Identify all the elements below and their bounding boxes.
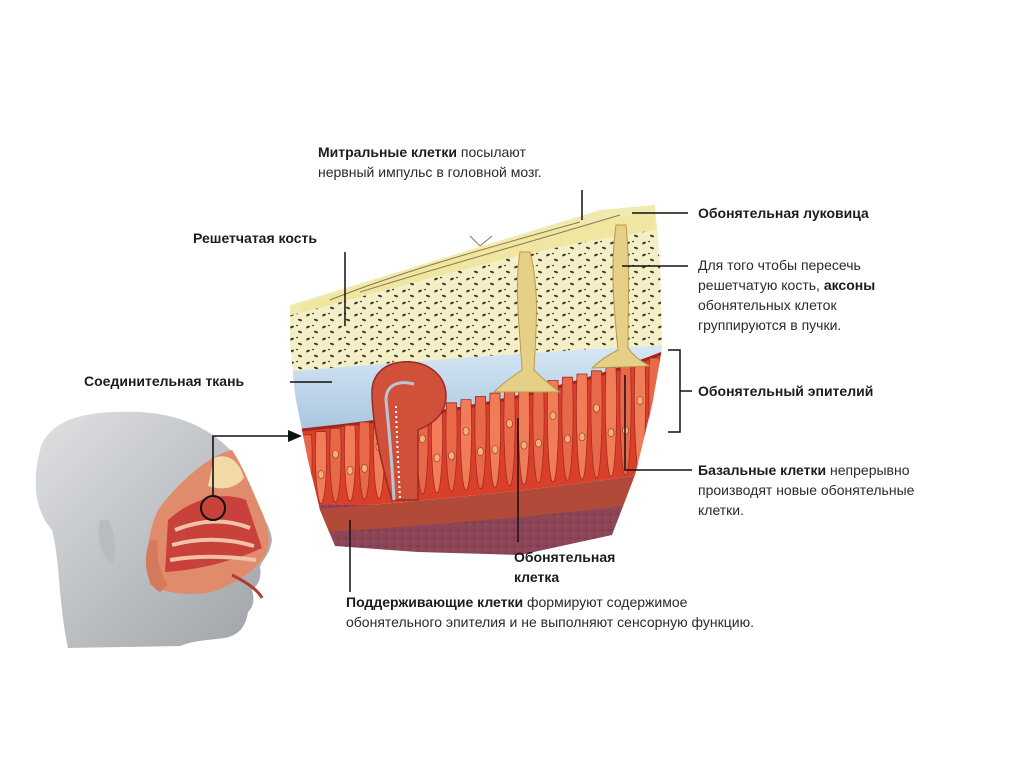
cell-nucleus [491, 445, 499, 454]
label-mitral-cells: Митральные клетки посылают нервный импул… [318, 142, 542, 182]
epithelial-cell [300, 434, 313, 506]
mitral-fibers [329, 214, 621, 301]
label-basal-line3: клетки. [698, 502, 745, 518]
epithelial-cell [488, 392, 502, 488]
epithelial-cell [575, 373, 589, 480]
cell-nucleus [636, 396, 644, 405]
epithelial-cell [459, 399, 473, 491]
label-ethmoid-bone: Решетчатая кость [193, 228, 317, 248]
cell-nucleus [462, 426, 470, 436]
label-olfactory-bulb: Обонятельная луковица [698, 203, 869, 223]
cell-nucleus [346, 466, 354, 475]
label-axons-line1: Для того чтобы пересечь [698, 257, 861, 273]
epithelial-cell [648, 357, 661, 473]
cell-nucleus [549, 411, 557, 421]
label-basal-cells: Базальные клетки непрерывно производят н… [698, 460, 914, 520]
epithelial-cell [290, 437, 299, 507]
cell-nucleus [564, 434, 571, 444]
cell-nucleus [303, 472, 310, 482]
label-supporting-rest: формируют содержимое [523, 594, 688, 610]
label-axons-line2b: аксоны [823, 277, 876, 293]
label-connective-text: Соединительная ткань [84, 373, 245, 389]
label-ethmoid-text: Решетчатая кость [193, 230, 317, 246]
label-olfactory-cell-line1: Обонятельная [514, 549, 616, 565]
cell-nucleus [578, 432, 586, 442]
label-mitral-bold: Митральные клетки [318, 144, 458, 160]
epithelial-cell [590, 370, 603, 478]
epithelial-cell [517, 386, 531, 485]
label-axons-line3: обонятельных клеток [698, 297, 837, 313]
epithelial-cell [561, 376, 574, 481]
label-supporting-cells: Поддерживающие клетки формируют содержим… [346, 592, 754, 632]
epithelial-cell [329, 428, 342, 503]
cell-nucleus [290, 457, 296, 467]
label-olfactory-cell-line2: клетка [514, 569, 560, 585]
head-illustration [35, 411, 272, 648]
leader-basal [624, 375, 692, 471]
label-supporting-line2: обонятельного эпителия и не выполняют се… [346, 614, 754, 630]
epithelial-cell [358, 421, 371, 500]
cell-nucleus [651, 422, 658, 431]
cell-nucleus [317, 470, 325, 479]
epithelial-cell [314, 431, 328, 504]
label-olfactory-cell: Обонятельная клетка [514, 547, 615, 587]
cell-nucleus [520, 440, 528, 450]
bowman-gland [371, 361, 447, 501]
nasal-cavity-cutaway [145, 450, 269, 599]
cell-nucleus [448, 451, 455, 461]
label-basal-rest: непрерывно [826, 462, 910, 478]
cell-nucleus [607, 428, 615, 437]
label-connective-tissue: Соединительная ткань [84, 371, 244, 391]
epithelial-cell [503, 389, 516, 486]
epithelial-cell [474, 396, 487, 489]
epithelial-cell [445, 402, 458, 492]
epithelial-cell [430, 405, 444, 493]
cell-nucleus [593, 403, 600, 413]
epithelial-cell [633, 360, 647, 474]
label-mitral-rest: посылают [457, 144, 526, 160]
label-epithelium-text: Обонятельный эпителий [698, 383, 874, 399]
label-olfactory-epithelium: Обонятельный эпителий [698, 381, 873, 401]
cell-nucleus [535, 438, 542, 448]
label-basal-bold: Базальные клетки [698, 462, 827, 478]
tissue-block [290, 205, 662, 555]
cell-nucleus [361, 464, 368, 473]
label-mitral-line2: нервный импульс в головной мозг. [318, 164, 542, 180]
epithelial-cell [532, 383, 545, 484]
label-supporting-bold: Поддерживающие клетки [346, 594, 524, 610]
label-axons-line2a: решетчатую кость, [698, 277, 824, 293]
cell-nucleus [477, 447, 484, 456]
epithelial-cell [604, 367, 618, 477]
label-bulb-text: Обонятельная луковица [698, 205, 869, 221]
leader-epithelium [668, 349, 681, 433]
ethmoid-bone-layer [290, 228, 662, 372]
axon-bundles [492, 224, 651, 393]
label-axons-line4: группируются в пучки. [698, 317, 842, 333]
cell-nucleus [506, 419, 513, 428]
zoom-arrow [212, 430, 302, 496]
epithelial-cell [343, 424, 357, 501]
label-axons: Для того чтобы пересечь решетчатую кость… [698, 255, 875, 335]
cell-nucleus [433, 453, 441, 463]
label-basal-line2: производят новые обонятельные [698, 482, 915, 498]
leader-lines [290, 190, 692, 592]
cell-nucleus [419, 434, 426, 444]
cell-nucleus [332, 449, 339, 459]
epithelial-cell [546, 380, 560, 482]
